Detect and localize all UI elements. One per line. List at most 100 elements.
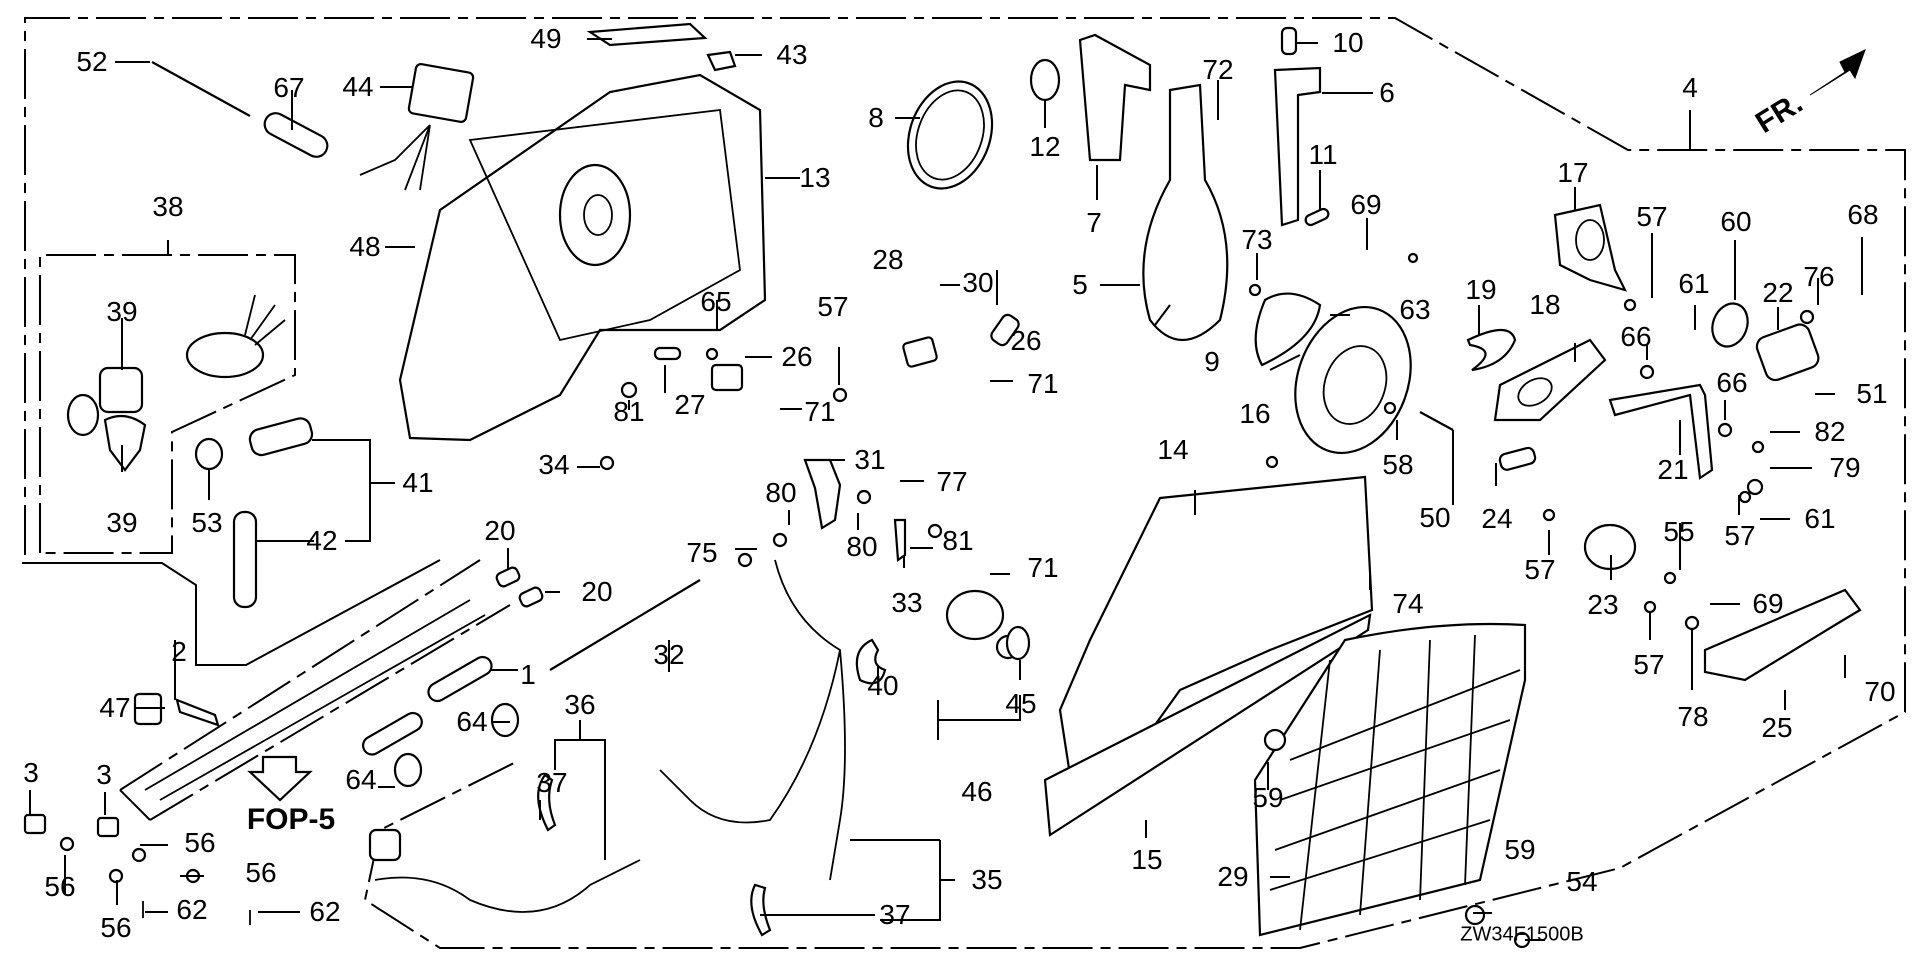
callout-62-b[interactable]: 62 <box>309 896 341 927</box>
callout-22[interactable]: 22 <box>1762 277 1794 308</box>
callout-69-bottom[interactable]: 69 <box>1752 588 1784 619</box>
callout-3-a[interactable]: 3 <box>23 757 39 788</box>
callout-16[interactable]: 16 <box>1239 398 1271 429</box>
callout-37-a[interactable]: 37 <box>536 767 568 798</box>
callout-58[interactable]: 58 <box>1382 449 1414 480</box>
callout-44[interactable]: 44 <box>342 71 374 102</box>
callout-39-top[interactable]: 39 <box>106 296 138 327</box>
callout-62-a[interactable]: 62 <box>176 894 208 925</box>
callout-17[interactable]: 17 <box>1557 157 1589 188</box>
callout-80-a[interactable]: 80 <box>765 477 797 508</box>
callout-42[interactable]: 42 <box>306 525 338 556</box>
callout-64-b[interactable]: 64 <box>345 764 377 795</box>
callout-56-b[interactable]: 56 <box>184 827 216 858</box>
callout-45[interactable]: 45 <box>1005 688 1037 719</box>
callout-59-b[interactable]: 59 <box>1504 834 1536 865</box>
callout-39-bottom[interactable]: 39 <box>106 507 138 538</box>
callout-26-b[interactable]: 26 <box>1010 325 1042 356</box>
callout-28[interactable]: 28 <box>872 244 904 275</box>
callout-59-a[interactable]: 59 <box>1252 782 1284 813</box>
callout-81-bottom[interactable]: 81 <box>942 525 974 556</box>
callout-4[interactable]: 4 <box>1682 72 1698 103</box>
callout-57-top[interactable]: 57 <box>1636 201 1668 232</box>
callout-7[interactable]: 7 <box>1086 207 1102 238</box>
callout-29[interactable]: 29 <box>1217 861 1249 892</box>
callout-70[interactable]: 70 <box>1864 676 1896 707</box>
callout-71-a[interactable]: 71 <box>804 396 836 427</box>
callout-80-b[interactable]: 80 <box>846 531 878 562</box>
callout-24[interactable]: 24 <box>1481 503 1513 534</box>
callout-79[interactable]: 79 <box>1829 452 1861 483</box>
callout-46[interactable]: 46 <box>961 776 993 807</box>
callout-57-b[interactable]: 57 <box>1724 520 1756 551</box>
callout-71-b[interactable]: 71 <box>1027 368 1059 399</box>
callout-47[interactable]: 47 <box>99 692 131 723</box>
callout-35[interactable]: 35 <box>971 864 1003 895</box>
callout-21[interactable]: 21 <box>1657 454 1689 485</box>
callout-78[interactable]: 78 <box>1677 701 1709 732</box>
callout-37-b[interactable]: 37 <box>879 899 911 930</box>
reference-link-fop[interactable]: FOP-5 <box>246 803 336 836</box>
callout-20-b[interactable]: 20 <box>581 576 613 607</box>
callout-54[interactable]: 54 <box>1566 866 1598 897</box>
callout-23[interactable]: 23 <box>1587 589 1619 620</box>
callout-38[interactable]: 38 <box>152 191 184 222</box>
callout-15[interactable]: 15 <box>1131 844 1163 875</box>
callout-52[interactable]: 52 <box>76 46 108 77</box>
callout-68[interactable]: 68 <box>1847 199 1879 230</box>
callout-9[interactable]: 9 <box>1204 346 1220 377</box>
callout-76[interactable]: 76 <box>1803 261 1835 292</box>
callout-5[interactable]: 5 <box>1072 269 1088 300</box>
callout-13[interactable]: 13 <box>799 162 831 193</box>
callout-18[interactable]: 18 <box>1529 289 1561 320</box>
callout-19[interactable]: 19 <box>1465 274 1497 305</box>
callout-36[interactable]: 36 <box>564 689 596 720</box>
callout-11[interactable]: 11 <box>1308 139 1338 170</box>
callout-82[interactable]: 82 <box>1814 416 1846 447</box>
callout-72[interactable]: 72 <box>1202 54 1234 85</box>
callout-57-e[interactable]: 57 <box>817 291 849 322</box>
callout-60[interactable]: 60 <box>1720 206 1752 237</box>
callout-40[interactable]: 40 <box>867 670 899 701</box>
callout-34[interactable]: 34 <box>538 449 570 480</box>
callout-10[interactable]: 10 <box>1332 27 1364 58</box>
callout-12[interactable]: 12 <box>1029 131 1061 162</box>
callout-32[interactable]: 32 <box>653 639 685 670</box>
callout-49[interactable]: 49 <box>530 23 562 54</box>
callout-53[interactable]: 53 <box>191 507 223 538</box>
callout-1[interactable]: 1 <box>520 659 536 690</box>
callout-48[interactable]: 48 <box>349 231 381 262</box>
callout-43[interactable]: 43 <box>776 39 808 70</box>
callout-26-a[interactable]: 26 <box>781 341 813 372</box>
callout-20-a[interactable]: 20 <box>484 515 516 546</box>
callout-30[interactable]: 30 <box>962 267 994 298</box>
callout-41[interactable]: 41 <box>402 467 434 498</box>
callout-55[interactable]: 55 <box>1663 516 1695 547</box>
callout-81-top[interactable]: 81 <box>613 396 645 427</box>
callout-67[interactable]: 67 <box>273 72 305 103</box>
callout-71-c[interactable]: 71 <box>1027 552 1059 583</box>
callout-73[interactable]: 73 <box>1241 224 1273 255</box>
callout-57-c[interactable]: 57 <box>1524 554 1556 585</box>
callout-74[interactable]: 74 <box>1392 588 1424 619</box>
callout-6[interactable]: 6 <box>1379 77 1395 108</box>
callout-51[interactable]: 51 <box>1856 378 1888 409</box>
callout-50[interactable]: 50 <box>1419 502 1451 533</box>
callout-56-a[interactable]: 56 <box>44 871 76 902</box>
callout-66-a[interactable]: 66 <box>1620 321 1652 352</box>
callout-56-c[interactable]: 56 <box>245 857 277 888</box>
callout-69-top[interactable]: 69 <box>1350 189 1382 220</box>
callout-57-d[interactable]: 57 <box>1633 649 1665 680</box>
callout-27[interactable]: 27 <box>674 389 706 420</box>
callout-2[interactable]: 2 <box>171 636 187 667</box>
callout-61-top[interactable]: 61 <box>1678 268 1710 299</box>
callout-63[interactable]: 63 <box>1399 294 1431 325</box>
callout-66-b[interactable]: 66 <box>1716 367 1748 398</box>
callout-31[interactable]: 31 <box>854 444 886 475</box>
callout-77[interactable]: 77 <box>936 466 968 497</box>
callout-25[interactable]: 25 <box>1761 712 1793 743</box>
callout-64-a[interactable]: 64 <box>456 706 488 737</box>
callout-3-b[interactable]: 3 <box>96 759 112 790</box>
callout-8[interactable]: 8 <box>868 102 884 133</box>
callout-75[interactable]: 75 <box>686 537 718 568</box>
